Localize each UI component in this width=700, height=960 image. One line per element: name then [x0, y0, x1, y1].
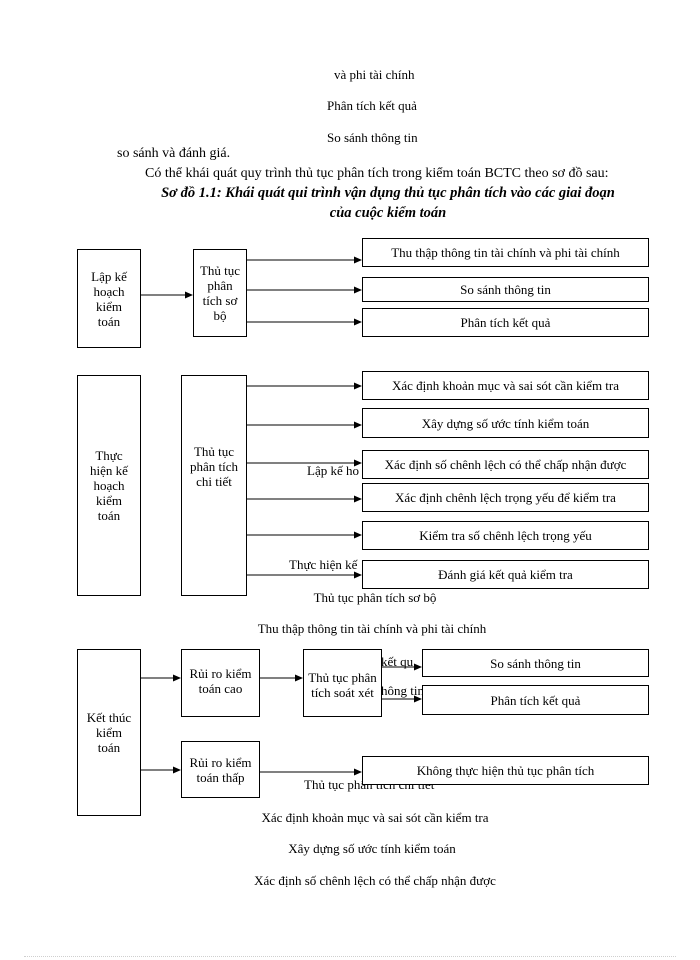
s3-output-label-1: So sánh thông tin — [490, 655, 581, 671]
s2-output-box-3: Xác định số chênh lệch có thể chấp nhận … — [362, 450, 649, 479]
review-analysis-box: Thủ tục phân tích soát xét — [303, 649, 382, 717]
phase-execution-box: Thực hiện kế hoạch kiểm toán — [77, 375, 141, 596]
bg-text-9: Xây dựng số ước tính kiểm toán — [288, 841, 456, 856]
diagram-title-line-2: của cuộc kiểm toán — [329, 205, 447, 221]
s3-output-label-2: Phân tích kết quả — [490, 692, 581, 708]
phase-completion-box: Kết thúc kiểm toán — [77, 649, 141, 816]
diagram-title-line-1: Sơ đồ 1.1: Khái quát qui trình vận dụng … — [161, 185, 615, 201]
phase-execution-label: Thực hiện kế hoạch kiểm toán — [90, 448, 128, 523]
text-line-3: So sánh thông tin — [327, 130, 418, 145]
s1-output-label-3: Phân tích kết quả — [460, 315, 551, 330]
s2-output-label-4: Xác định chênh lệch trọng yếu để kiểm tr… — [395, 490, 616, 505]
preliminary-analysis-box: Thủ tục phân tích sơ bộ — [193, 249, 247, 337]
s1-output-box-2: So sánh thông tin — [362, 277, 649, 302]
text-line-2: Phân tích kết quả — [327, 98, 417, 113]
phase-planning-box: Lập kế hoạch kiểm toán — [77, 249, 141, 348]
detailed-analysis-label: Thủ tục phân tích chi tiết — [189, 444, 238, 489]
high-risk-label: Rủi ro kiểm toán cao — [189, 666, 252, 696]
text-line-4: so sánh và đánh giá. — [117, 146, 231, 161]
detailed-analysis-box: Thủ tục phân tích chi tiết — [181, 375, 247, 596]
s2-output-label-1: Xác định khoản mục và sai sót cần kiểm t… — [391, 378, 620, 393]
s3-low-output-label: Không thực hiện thủ tục phân tích — [416, 763, 595, 778]
s2-output-label-2: Xây dựng số ước tính kiểm toán — [421, 415, 590, 431]
low-risk-label: Rủi ro kiểm toán thấp — [189, 754, 252, 785]
s2-output-box-4: Xác định chênh lệch trọng yếu để kiểm tr… — [362, 483, 649, 512]
page-bottom-divider — [24, 956, 676, 957]
s3-output-box-1: So sánh thông tin — [422, 649, 649, 677]
bg-text-8: Xác định khoản mục và sai sót cần kiểm t… — [261, 810, 489, 825]
s2-output-label-5: Kiểm tra số chênh lệch trọng yếu — [419, 528, 592, 543]
s2-output-box-1: Xác định khoản mục và sai sót cần kiểm t… — [362, 371, 649, 400]
high-risk-box: Rủi ro kiểm toán cao — [181, 649, 260, 717]
review-analysis-label: Thủ tục phân tích soát xét — [308, 670, 377, 700]
bg-text-5: kết qu — [381, 654, 414, 669]
s2-output-box-5: Kiểm tra số chênh lệch trọng yếu — [362, 521, 649, 550]
s1-output-box-3: Phân tích kết quả — [362, 308, 649, 337]
s1-output-label-2: So sánh thông tin — [460, 282, 551, 297]
s2-output-box-6: Đánh giá kết quả kiểm tra — [362, 560, 649, 589]
s2-output-label-6: Đánh giá kết quả kiểm tra — [438, 567, 573, 582]
text-line-5: Có thể khái quát quy trình thủ tục phân … — [145, 166, 609, 181]
bg-text-1: Lập kế ho — [307, 463, 359, 478]
bg-text-3: Thủ tục phân tích sơ bộ — [313, 590, 437, 605]
bg-text-10: Xác định số chênh lệch có thể chấp nhận … — [254, 873, 496, 888]
preliminary-analysis-label: Thủ tục phân tích sơ bộ — [199, 263, 241, 323]
text-line-1: và phi tài chính — [334, 67, 415, 82]
s3-low-output-box: Không thực hiện thủ tục phân tích — [362, 756, 649, 785]
bg-text-6: hông tin — [381, 683, 424, 698]
low-risk-box: Rủi ro kiểm toán thấp — [181, 741, 260, 798]
s1-output-box-1: Thu thập thông tin tài chính và phi tài … — [362, 238, 649, 267]
s2-output-label-3: Xác định số chênh lệch có thể chấp nhận … — [384, 457, 627, 472]
s2-output-box-2: Xây dựng số ước tính kiểm toán — [362, 408, 649, 438]
s3-output-box-2: Phân tích kết quả — [422, 685, 649, 715]
phase-completion-label: Kết thúc kiểm toán — [86, 710, 132, 755]
s1-output-label-1: Thu thập thông tin tài chính và phi tài … — [391, 245, 620, 260]
phase-planning-label: Lập kế hoạch kiểm toán — [91, 268, 127, 329]
bg-text-2: Thực hiện kế — [289, 557, 358, 572]
bg-text-4: Thu thập thông tin tài chính và phi tài … — [257, 621, 487, 636]
